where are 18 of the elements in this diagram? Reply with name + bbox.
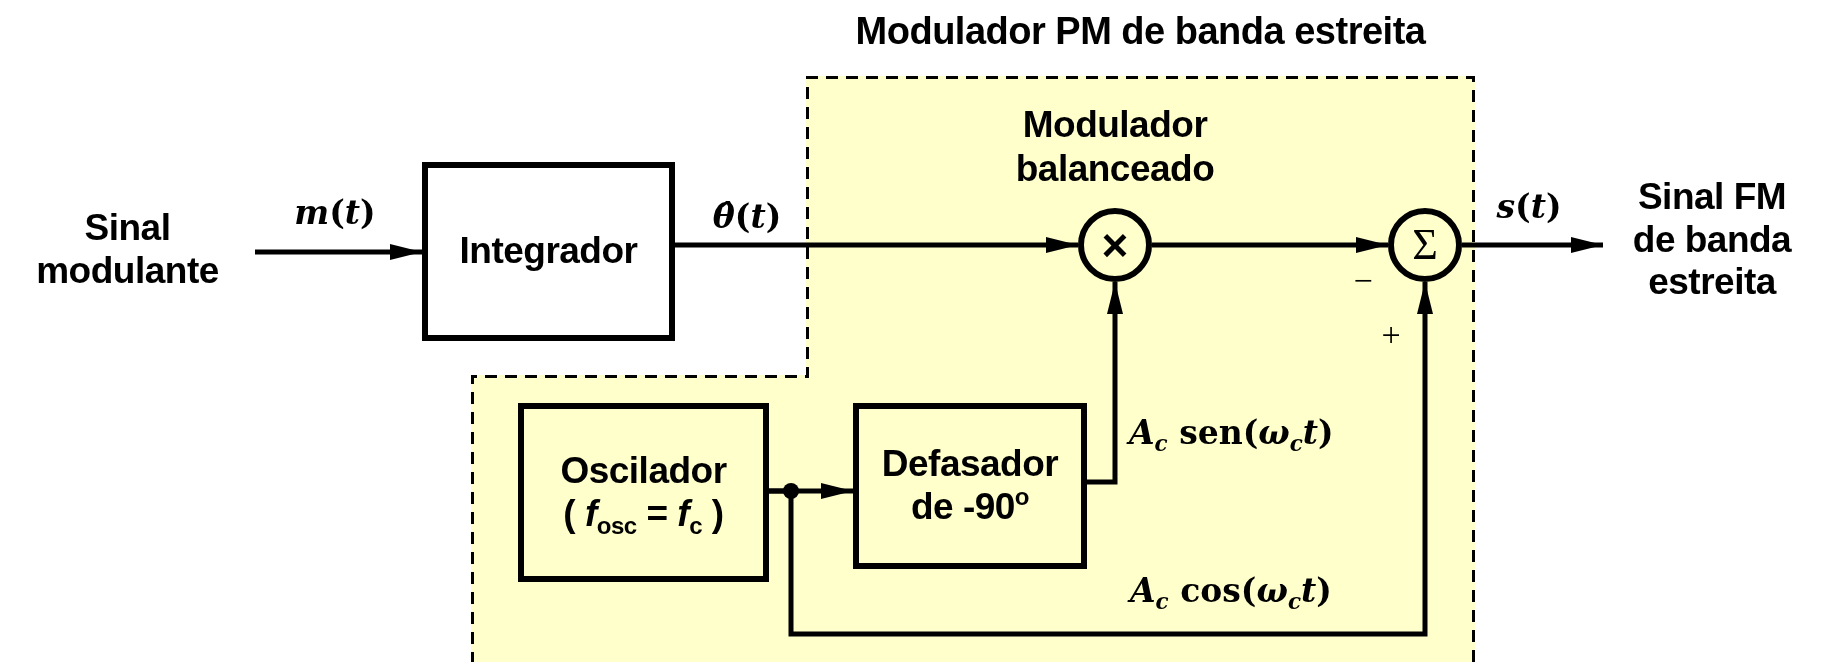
signal-arrow <box>769 282 1433 637</box>
signal-arrow <box>1462 237 1603 253</box>
signal-arrow <box>1152 237 1388 253</box>
oscillator-block: Oscilador ( f$_{osc}$ = f$_{c}$ ) <box>518 403 769 582</box>
signal-arrow <box>675 237 1078 253</box>
sign-label: + <box>1381 318 1401 352</box>
input-label: Sinal modulante <box>35 207 220 293</box>
signal-arrow <box>255 244 422 260</box>
signal-label: s(t) <box>1496 189 1562 223</box>
region-title: Modulador PM de banda estreita <box>854 10 1427 53</box>
integrator-block: Integrador <box>422 162 675 341</box>
signal-label: θ̂(t) <box>712 199 782 233</box>
signal-arrow <box>1087 282 1123 485</box>
phase-shifter-block: Defasador de -90$^{o}$ <box>853 403 1087 569</box>
signal-label: m(t) <box>294 195 376 229</box>
output-label: Sinal FM de banda estreita <box>1631 176 1793 304</box>
block-caption: Modulador balanceado <box>1014 103 1216 191</box>
sign-label: − <box>1353 264 1373 298</box>
